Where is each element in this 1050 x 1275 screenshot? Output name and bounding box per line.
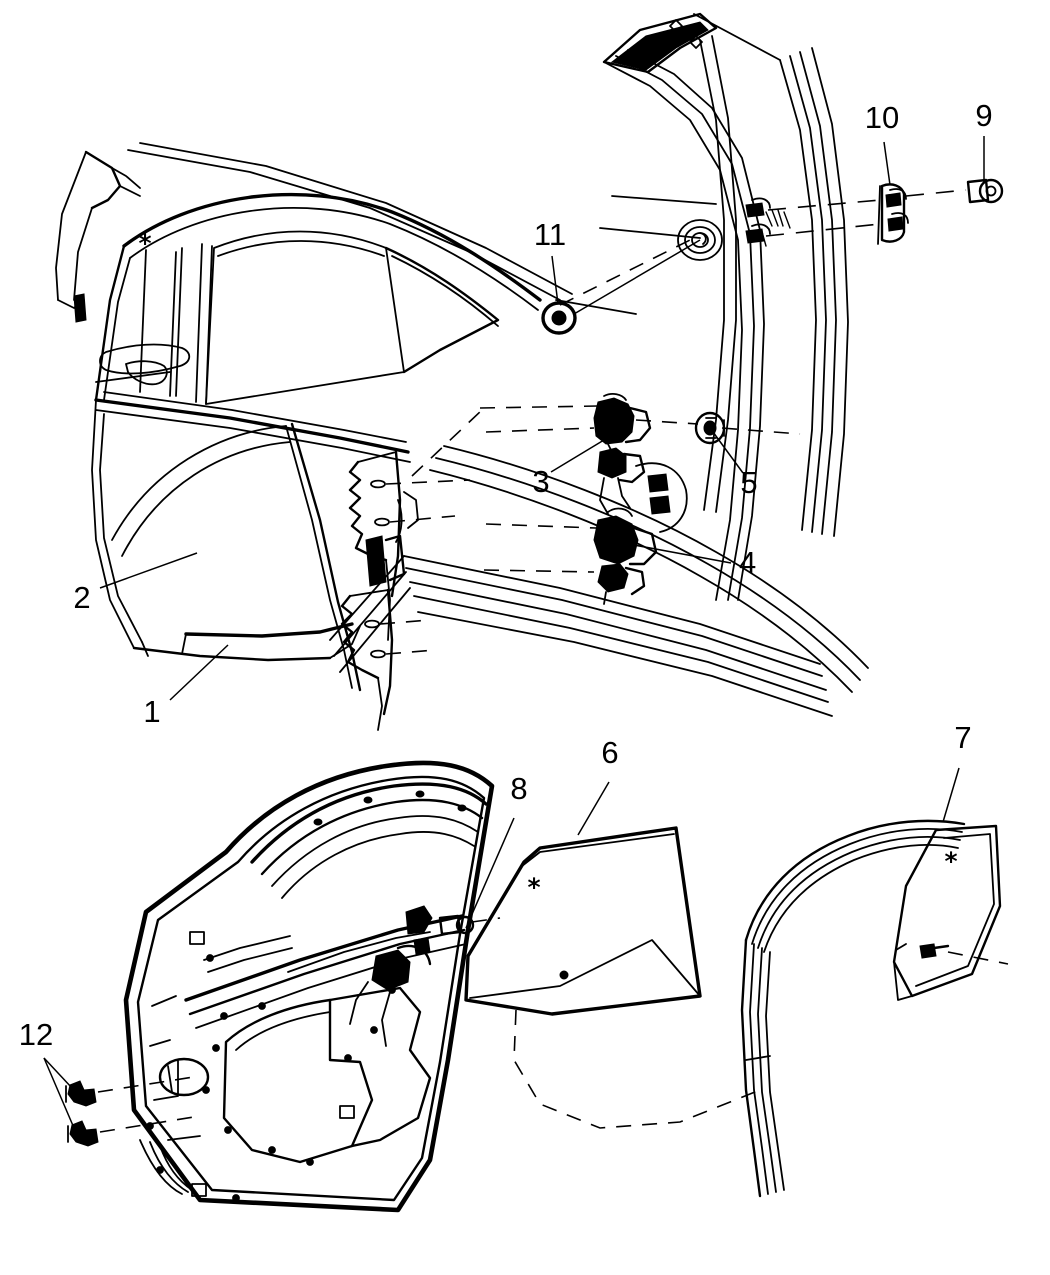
leader-1 [169,644,229,701]
callout-2[interactable]: 2 [73,580,90,615]
striker-and-bolt-parts [765,178,1004,245]
callout-4[interactable]: 4 [739,545,756,580]
callout-9[interactable]: 9 [975,98,992,133]
leader-2 [99,552,198,589]
watershield-clip-parts [65,1075,201,1147]
door-inner-panel-assembly [123,760,501,1213]
upper-door-hinge-part [593,393,688,533]
leader-6 [577,781,610,836]
callout-12[interactable]: 12 [19,1017,53,1052]
leader-11 [551,255,559,305]
bushing-assembly-dash2 [721,427,801,435]
body-side-aperture [329,12,869,731]
leader-12b [43,1057,75,1129]
body-plug-grommet-part [541,239,701,335]
callout-6[interactable]: 6 [601,735,618,770]
lower-door-hinge-part [593,507,658,605]
asterisk-marker-quarter-glass: * [944,847,957,876]
callout-layer: 1 2 3 4 5 6 7 8 9 10 11 12 [19,98,993,1129]
leader-7 [942,767,960,823]
leader-12a [43,1057,73,1089]
callout-11[interactable]: 11 [534,217,566,252]
hinge-assembly-dash-upper2 [485,427,595,433]
door-to-hinge-dash [411,409,483,477]
callout-7[interactable]: 7 [954,720,971,755]
asterisk-marker-door-glass: * [527,873,540,902]
bushing-assembly-dash [635,419,699,425]
door-glass-part: * [464,826,761,1129]
callout-10[interactable]: 10 [865,100,899,135]
hinge-assembly-dash-lower2 [483,569,595,573]
leader-8 [465,817,515,929]
hinge-assembly-dash-lower [485,523,597,529]
asterisk-marker-upper-door-glass: * [138,229,151,258]
leader-5 [712,431,744,474]
callout-1[interactable]: 1 [143,694,160,729]
hinge-bushing-part [694,411,726,445]
callout-8[interactable]: 8 [510,771,527,806]
leader-3 [550,439,605,473]
quarter-vent-glass-part: * [740,819,1009,1198]
leader-10 [883,141,891,186]
hinge-assembly-dash-upper [479,405,599,409]
callout-3[interactable]: 3 [532,464,549,499]
leader-4 [633,544,732,564]
callout-5[interactable]: 5 [740,465,757,500]
